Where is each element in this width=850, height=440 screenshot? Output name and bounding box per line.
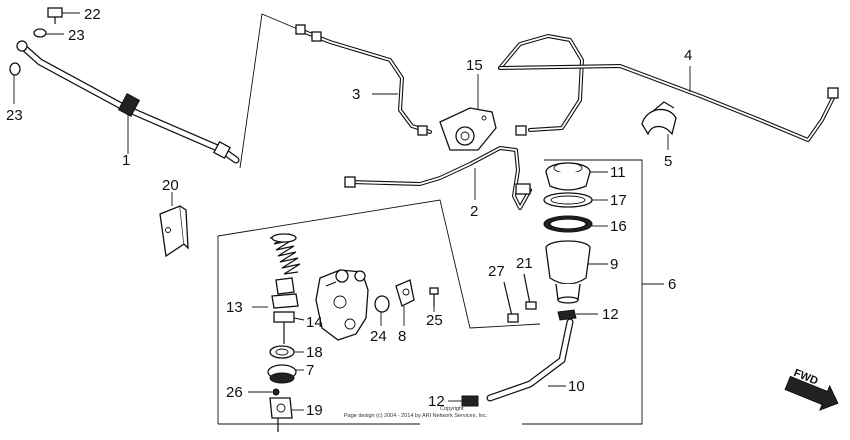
callout-17: 17 xyxy=(610,192,627,209)
callout-6: 6 xyxy=(668,276,676,293)
forward-arrow-icon: FWD xyxy=(784,367,839,411)
screw-21 xyxy=(523,273,537,310)
reservoir-cap-11 xyxy=(545,162,608,191)
reservoir-9 xyxy=(545,240,608,304)
callout-27: 27 xyxy=(488,263,505,280)
bolt-22 xyxy=(47,7,80,24)
callout-12-lower: 12 xyxy=(428,393,445,410)
brake-pipe-4 xyxy=(498,34,839,142)
callout-23-top: 23 xyxy=(68,27,85,44)
bleeder-25 xyxy=(429,287,439,312)
callout-21: 21 xyxy=(516,255,533,272)
o-ring-24 xyxy=(374,295,390,326)
callout-1: 1 xyxy=(122,152,130,169)
master-cylinder-body xyxy=(315,269,369,341)
callout-19: 19 xyxy=(306,402,323,419)
copyright-line-1: Copyright xyxy=(440,406,464,412)
piston-spring-13 xyxy=(252,233,301,309)
callout-2: 2 xyxy=(470,203,478,220)
callout-13: 13 xyxy=(226,299,243,316)
reservoir-hose-10 xyxy=(486,318,574,402)
callout-12-upper: 12 xyxy=(602,306,619,323)
union-joint-8 xyxy=(395,279,415,326)
washer-23-top xyxy=(33,28,64,38)
callout-25: 25 xyxy=(426,312,443,329)
callout-4: 4 xyxy=(684,47,692,64)
diaphragm-plate-17 xyxy=(543,192,608,208)
callout-15: 15 xyxy=(466,57,483,74)
callout-11: 11 xyxy=(610,164,626,181)
boot-7 xyxy=(267,364,304,384)
joint-15 xyxy=(439,74,497,151)
callout-18: 18 xyxy=(306,344,323,361)
hose-clip-12-upper xyxy=(557,309,598,321)
callout-9: 9 xyxy=(610,256,618,273)
callout-10: 10 xyxy=(568,378,585,395)
washer-23-left xyxy=(9,62,21,104)
pin-26 xyxy=(248,388,280,396)
brake-pipe-3 xyxy=(295,24,432,136)
brake-pipe-2 xyxy=(344,146,532,210)
callout-26: 26 xyxy=(226,384,243,401)
rod-end-19 xyxy=(269,397,304,432)
cup-18 xyxy=(269,345,304,359)
bracket-20 xyxy=(159,192,189,258)
callout-16: 16 xyxy=(610,218,627,235)
callout-8: 8 xyxy=(398,328,406,345)
screw-27 xyxy=(503,281,519,323)
clip-5 xyxy=(641,101,677,150)
callout-23-left: 23 xyxy=(6,107,23,124)
callout-7: 7 xyxy=(306,362,314,379)
hose-clip-12-lower xyxy=(448,395,479,407)
callout-14: 14 xyxy=(306,314,323,331)
piston-14 xyxy=(273,311,305,344)
copyright-line-2: Page design (c) 2004 - 2014 by ARI Netwo… xyxy=(344,413,488,419)
callout-5: 5 xyxy=(664,153,672,170)
callout-20: 20 xyxy=(162,177,179,194)
callout-24: 24 xyxy=(370,328,387,345)
callout-3: 3 xyxy=(352,86,360,103)
callout-22: 22 xyxy=(84,6,101,23)
brake-hose-1 xyxy=(16,40,240,164)
diaphragm-16 xyxy=(543,215,608,233)
